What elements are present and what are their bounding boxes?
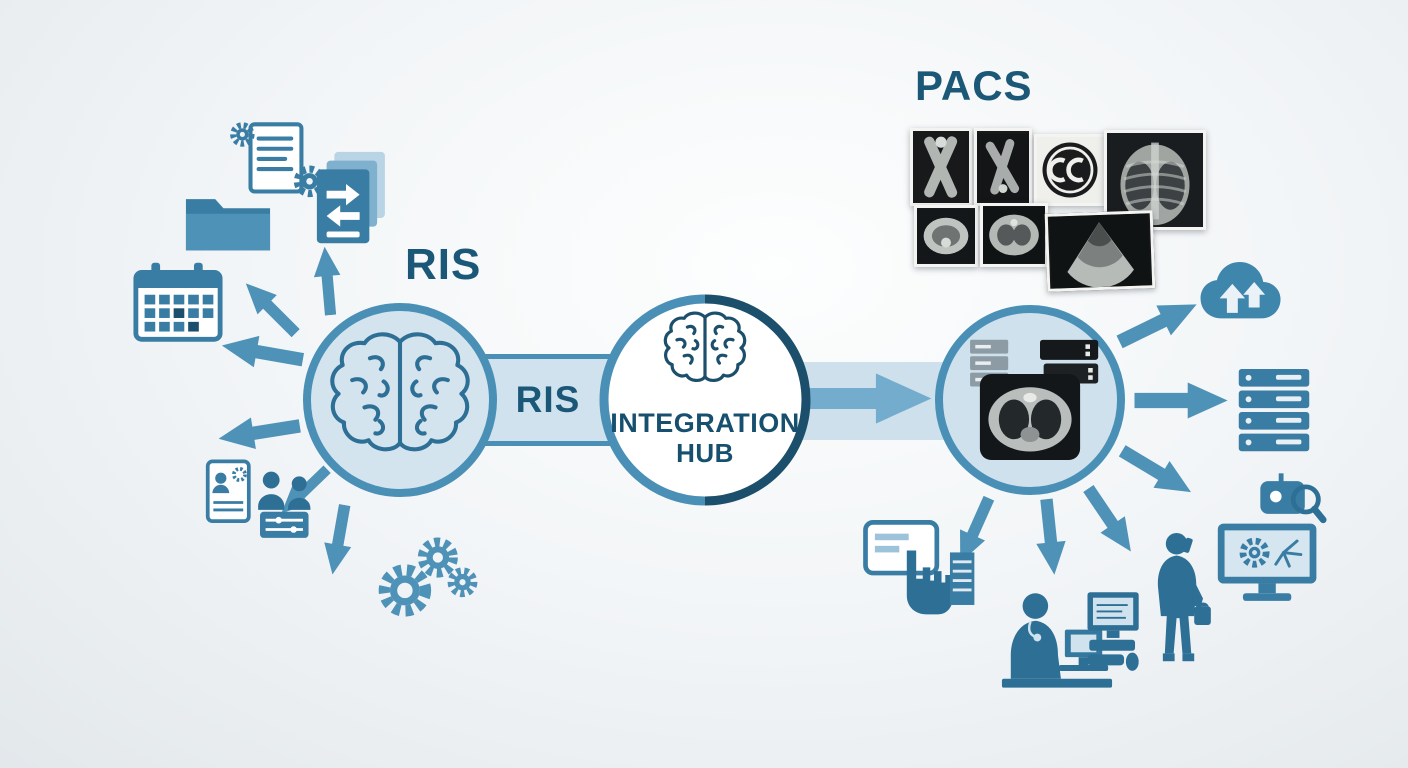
flow-arrow-icon [311, 244, 350, 317]
cloud-upload-icon [1196, 252, 1296, 337]
person-phone-icon [1142, 530, 1218, 677]
ris-title: RIS [405, 240, 482, 289]
documents-sync-icon [303, 148, 391, 255]
hand-tablet-icon [858, 510, 980, 643]
gears-icon [372, 522, 480, 631]
flow-arrow-icon [313, 502, 359, 579]
flow-arrow-icon [1071, 480, 1144, 565]
flow-arrow-icon [1111, 437, 1201, 512]
robot-monitor-icon [1212, 472, 1328, 615]
pacs-title: PACS [915, 62, 1033, 109]
xray-bones-tile [910, 128, 972, 206]
ct-slice-tile [914, 205, 978, 267]
ultrasound-tile [1044, 210, 1156, 292]
doctor-workstation-icon [998, 586, 1116, 695]
tablet-consult-icon [204, 455, 316, 554]
ct-chest-scan [978, 372, 1082, 467]
flow-arrow-icon [1112, 288, 1209, 363]
ct-slice-tile-2 [980, 203, 1048, 267]
hub-label-line2: HUB [676, 438, 734, 468]
document-gears-icon [222, 118, 334, 215]
hub-to-pacs-arrow-icon [802, 368, 934, 435]
integration-hub-circle [595, 290, 815, 510]
logo-tile [1034, 134, 1106, 206]
connector-ris-label: RIS [515, 379, 581, 420]
brain-icon [318, 326, 482, 473]
flow-arrow-icon [1026, 497, 1070, 578]
flow-arrow-icon [942, 490, 1002, 570]
flow-arrow-icon [213, 404, 302, 456]
folder-icon [182, 190, 274, 259]
hub-label-line1: INTEGRATION [610, 408, 800, 438]
flow-arrow-icon [217, 324, 306, 377]
flow-arrow-icon [235, 269, 310, 344]
hub-brain-icon [657, 308, 753, 397]
calendar-icon [132, 260, 224, 349]
flow-arrow-icon [1134, 382, 1230, 425]
server-stack-icon [1234, 366, 1314, 465]
desktop-computer-icon [1082, 588, 1146, 681]
xray-bones-tile-2 [974, 128, 1032, 206]
